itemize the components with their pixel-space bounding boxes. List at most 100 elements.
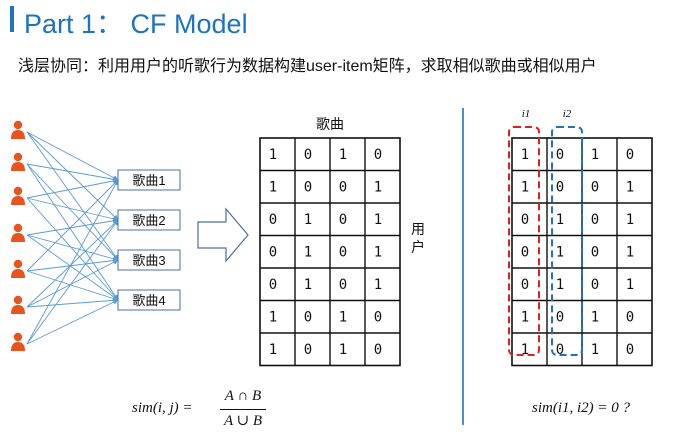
link-arrow [26,219,119,345]
matrix-right-cell: 0 [591,277,599,293]
link-arrow [26,131,119,221]
label-i2: i2 [563,108,572,120]
matrix-right-cell: 0 [626,310,634,326]
matrix-left-cell: 0 [339,180,347,196]
matrix-left-cell: 1 [339,147,347,163]
matrix-right-cell: 0 [626,342,634,358]
person-icon [11,332,25,351]
matrix-right-cell: 1 [556,245,564,261]
matrix-left-cell: 0 [304,180,312,196]
link-arrow [26,163,119,301]
link-arrow [26,270,119,302]
matrix-left-cell: 0 [269,212,277,228]
matrix-right-cell: 0 [521,212,529,228]
matrix-right-cell: 0 [521,277,529,293]
matrix-right-cell: 1 [626,245,634,261]
person-icon [11,152,25,171]
link-arrow [26,179,119,345]
formula-right: sim(i1, i2) = 0 ? [532,400,631,416]
matrix-left-cell: 0 [339,277,347,293]
matrix-left-cell: 0 [304,147,312,163]
matrix-right-cell: 1 [626,180,634,196]
matrix-right-cell: 0 [591,245,599,261]
song-node [117,289,181,311]
song-node-label: 歌曲2 [132,213,165,228]
matrix-right-cell: 1 [521,147,529,163]
person-icon [11,120,25,139]
transform-arrow [197,207,249,263]
matrix-right-cell: 1 [626,277,634,293]
label-i1: i1 [522,108,531,120]
song-node-label: 歌曲4 [132,293,165,308]
matrix-left-cell: 0 [374,310,382,326]
matrix-right-cell: 1 [591,147,599,163]
matrix-right-cell: 1 [521,342,529,358]
matrix-right-cell: 0 [556,147,564,163]
matrix-left-cell: 1 [374,245,382,261]
person-body [11,130,25,139]
person-body [11,342,25,351]
link-arrow [26,131,119,181]
matrix-right-cell: 1 [521,310,529,326]
person-body [11,269,25,278]
matrix-right-cell: 0 [521,245,529,261]
matrix-col-label: 歌曲 [316,116,344,132]
matrix-left-cell: 1 [374,277,382,293]
link-arrow [26,234,119,262]
person-head [13,152,23,162]
person-body [11,305,25,314]
matrix-right-cell: 0 [556,342,564,358]
matrix-left-cell: 0 [374,147,382,163]
matrix-left-cell: 1 [269,342,277,358]
song-node [117,169,181,191]
matrix-left-cell: 1 [374,180,382,196]
person-head [13,332,23,342]
matrix-left-cell: 1 [269,147,277,163]
matrix-left-cell: 0 [269,245,277,261]
matrix-left-cell: 0 [269,277,277,293]
link-arrow [26,131,119,261]
link-arrow [26,234,119,301]
matrix-left-cell: 1 [339,310,347,326]
person-head [13,223,23,233]
person-head [13,120,23,130]
link-arrow [26,197,119,301]
formula-denominator: A ∪ B [223,413,263,429]
person-body [11,162,25,171]
subtitle: 浅层协同：利用用户的听歌行为数据构建user-item矩阵，求取相似歌曲或相似用… [18,58,597,75]
matrix-row-label: 用 [411,221,425,237]
matrix-right-cell: 0 [626,147,634,163]
matrix-left-cell: 1 [269,310,277,326]
matrix-right-cell: 0 [556,180,564,196]
matrix-left-cell: 0 [304,310,312,326]
matrix-left-cell: 0 [374,342,382,358]
item-i1-highlight [508,126,540,356]
matrix-left-cell: 1 [269,180,277,196]
matrix-right-cell: 1 [591,310,599,326]
song-node-label: 歌曲1 [132,173,165,188]
matrix-right-cell: 0 [591,180,599,196]
person-icon [11,259,25,278]
fraction-line [220,409,266,410]
matrix-right-cell: 1 [591,342,599,358]
link-arrow [26,163,119,261]
matrix-left-cell: 0 [339,245,347,261]
link-arrow [26,163,119,182]
song-node [117,209,181,231]
matrix-right-cell: 1 [626,212,634,228]
person-icon [11,186,25,205]
matrix-right-cell: 1 [521,180,529,196]
matrix-left-cell: 1 [374,212,382,228]
person-head [13,295,23,305]
matrix-right-cell: 0 [591,212,599,228]
link-arrow [26,179,119,272]
matrix-right-cell: 1 [556,277,564,293]
matrix-left-cell: 1 [304,277,312,293]
matrix-left-cell: 1 [304,212,312,228]
matrix-row-label: 户 [411,239,425,255]
person-body [11,233,25,242]
person-icon [11,295,25,314]
link-arrow [26,299,119,345]
